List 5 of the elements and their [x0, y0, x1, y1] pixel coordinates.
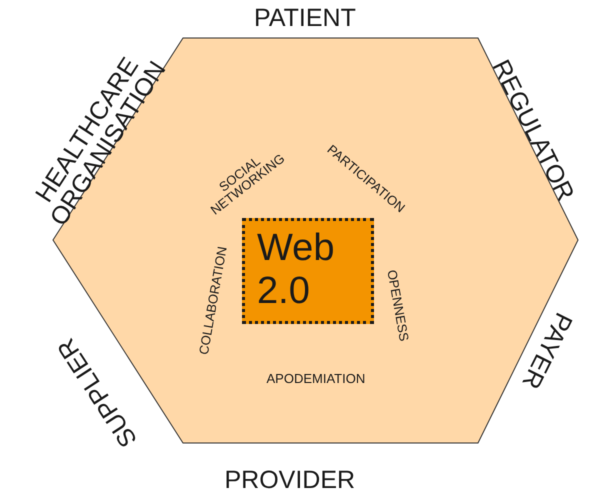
topic-label: APODEMIATION: [266, 372, 366, 384]
side-label: PROVIDER: [224, 468, 356, 492]
central-box: Web 2.0: [242, 218, 374, 324]
topic-label: OPENNESS: [385, 268, 411, 342]
side-label: PATIENT: [254, 6, 356, 30]
